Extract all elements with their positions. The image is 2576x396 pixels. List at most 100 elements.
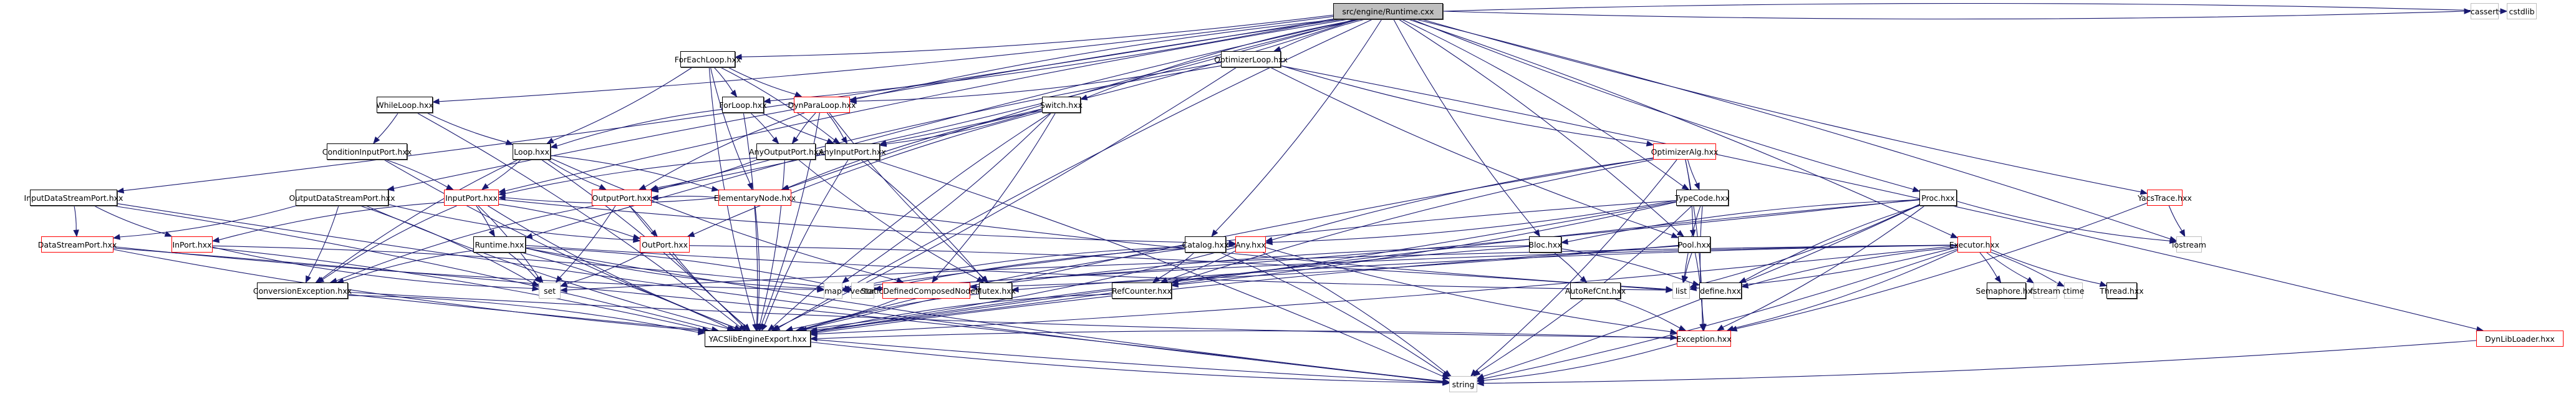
node-define[interactable]: define.hxx — [1699, 283, 1742, 299]
edge-InputDataStreamPort-to-YACSlibEngineExport — [113, 205, 713, 330]
node-forloop[interactable]: ForLoop.hxx — [719, 97, 767, 113]
node-conversionexception[interactable]: ConversionException.hxx — [253, 283, 352, 299]
node-label: AutoRefCnt.hxx — [1565, 286, 1626, 296]
node-outport[interactable]: OutPort.hxx — [640, 236, 690, 253]
node-proc[interactable]: Proc.hxx — [1919, 190, 1957, 206]
node-inputport[interactable]: InputPort.hxx — [444, 190, 499, 206]
edge-root-to-OptimizerLoop — [1280, 19, 1366, 50]
node-label: Mutex.hxx — [975, 286, 1016, 296]
edge-Proc-to-iostream — [1956, 201, 2171, 241]
edge-OptimizerLoop-to-OptimizerAlg — [1280, 65, 1647, 144]
arrowhead-icon — [1716, 324, 1725, 331]
node-anyinputport[interactable]: AnyInputPort.hxx — [819, 143, 886, 160]
node-label: Loop.hxx — [514, 147, 549, 157]
edge-ForLoop-to-Loop — [556, 109, 723, 147]
node-dynlibloader[interactable]: DynLibLoader.hxx — [2476, 331, 2564, 347]
arrowhead-icon — [1994, 275, 2002, 284]
node-any[interactable]: Any.hxx — [1235, 236, 1266, 253]
node-fstream[interactable]: fstream — [2030, 283, 2060, 299]
node-inport[interactable]: InPort.hxx — [171, 236, 213, 253]
node-mutex[interactable]: Mutex.hxx — [975, 283, 1016, 299]
node-label: Pool.hxx — [1677, 239, 1711, 249]
edge-InPort-to-set — [212, 246, 533, 289]
node-refcounter[interactable]: RefCounter.hxx — [1112, 283, 1172, 299]
node-outputport[interactable]: OutputPort.hxx — [592, 190, 652, 206]
edge-OutputDataStreamPort-to-YACSlibEngineExport — [365, 205, 728, 329]
node-label: AnyInputPort.hxx — [819, 147, 886, 157]
node-cstdlib[interactable]: cstdlib — [2507, 3, 2537, 19]
arrowhead-icon — [832, 137, 841, 144]
node-executor[interactable]: Executor.hxx — [1949, 236, 1999, 253]
arrowhead-icon — [481, 183, 490, 190]
node-bloc[interactable]: Bloc.hxx — [1528, 236, 1562, 253]
arrowhead-icon — [1681, 183, 1690, 190]
edge-ElementaryNode-to-YACSlibEngineExport — [755, 205, 760, 325]
edge-Pool-to-YACSlibEngineExport — [816, 246, 1679, 334]
node-list[interactable]: list — [1672, 283, 1690, 299]
node-inputdatastreamport[interactable]: InputDataStreamPort.hxx — [24, 190, 123, 206]
arrowhead-icon — [632, 234, 641, 240]
edge-DataStreamPort-to-YACSlibEngineExport — [113, 249, 699, 331]
node-yacstrace[interactable]: YacsTrace.hxx — [2138, 190, 2192, 206]
node-runtime-hxx[interactable]: Runtime.hxx — [473, 236, 526, 253]
node-pool[interactable]: Pool.hxx — [1678, 236, 1710, 253]
edge-root-to-DynParaLoop — [856, 19, 1339, 100]
edge-Catalog-to-map — [848, 246, 1185, 289]
node-label: RefCounter.hxx — [1112, 286, 1172, 296]
node-staticdefinedcomposednode[interactable]: StaticDefinedComposedNode.hxx — [861, 283, 992, 299]
node-ctime[interactable]: ctime — [2062, 283, 2085, 299]
node-thread[interactable]: Thread.hxx — [2100, 283, 2144, 299]
node-label: InputDataStreamPort.hxx — [24, 193, 123, 203]
node-runtime-cxx[interactable]: src/engine/Runtime.cxx — [1333, 3, 1443, 19]
node-label: InputPort.hxx — [445, 193, 498, 203]
node-catalog[interactable]: Catalog.hxx — [1182, 236, 1228, 253]
arrowhead-icon — [754, 324, 761, 332]
arrowhead-icon — [2179, 229, 2186, 238]
arrowhead-icon — [794, 91, 803, 97]
edge-InputPort-to-YACSlibEngineExport — [488, 205, 736, 329]
edge-Executor-to-YACSlibEngineExport — [816, 245, 1958, 335]
arrowhead-icon — [2169, 238, 2178, 244]
edge-ForLoop-to-AnyOutputPort — [750, 112, 775, 139]
node-foreachloop[interactable]: ForEachLoop.hxx — [675, 51, 741, 67]
arrowhead-icon — [771, 137, 779, 144]
node-dynparaloop[interactable]: DynParaLoop.hxx — [788, 97, 856, 113]
arrowhead-icon — [1211, 229, 1218, 238]
arrowhead-icon — [791, 136, 799, 145]
node-anyoutputport[interactable]: AnyOutputPort.hxx — [749, 143, 823, 160]
node-autorefcnt[interactable]: AutoRefCnt.hxx — [1565, 283, 1626, 299]
node-loop[interactable]: Loop.hxx — [513, 143, 551, 160]
node-outputdatastreamport[interactable]: OutputDataStreamPort.hxx — [289, 190, 395, 206]
node-set[interactable]: set — [539, 283, 561, 299]
arrowhead-icon — [1671, 232, 1679, 238]
arrowhead-icon — [1912, 186, 1921, 192]
node-yacslibengineexport[interactable]: YACSlibEngineExport.hxx — [705, 331, 811, 347]
node-vector[interactable]: vector — [851, 283, 875, 299]
arrowhead-icon — [826, 138, 834, 144]
edge-Switch-to-AnyInputPort — [885, 109, 1043, 145]
node-exception[interactable]: Exception.hxx — [1676, 331, 1732, 347]
node-typecode[interactable]: TypeCode.hxx — [1675, 190, 1730, 206]
node-switch[interactable]: Switch.hxx — [1040, 97, 1083, 113]
node-label: ConditionInputPort.hxx — [322, 147, 412, 157]
node-whileloop[interactable]: WhileLoop.hxx — [376, 97, 433, 113]
edge-OptimizerLoop-to-DynLibLoader — [1280, 65, 2477, 330]
arrowhead-icon — [531, 280, 540, 286]
edge-OptimizerAlg-to-YACSlibEngineExport — [804, 157, 1654, 330]
edge-root-to-Pool — [1398, 19, 1679, 233]
node-string[interactable]: string — [1449, 376, 1477, 392]
node-semaphore[interactable]: Semaphore.hxx — [1975, 283, 2037, 299]
node-cassert[interactable]: cassert — [2471, 3, 2499, 19]
edge-ForLoop-to-AnyInputPort — [761, 112, 828, 142]
node-label: Bloc.hxx — [1528, 239, 1562, 249]
edge-root-to-cassert — [1442, 11, 2465, 20]
edge-AnyInputPort-to-YACSlibEngineExport — [764, 159, 849, 326]
node-optimizeralg[interactable]: OptimizerAlg.hxx — [1651, 143, 1718, 160]
node-optimizerloop[interactable]: OptimizerLoop.hxx — [1214, 51, 1288, 67]
node-iostream[interactable]: iostream — [2172, 236, 2206, 253]
node-datastreamport[interactable]: DataStreamPort.hxx — [38, 236, 117, 253]
node-map[interactable]: map — [824, 283, 842, 299]
arrowhead-icon — [316, 276, 325, 283]
node-elementarynode[interactable]: ElementaryNode.hxx — [714, 190, 796, 206]
node-conditioninputport[interactable]: ConditionInputPort.hxx — [322, 143, 412, 160]
